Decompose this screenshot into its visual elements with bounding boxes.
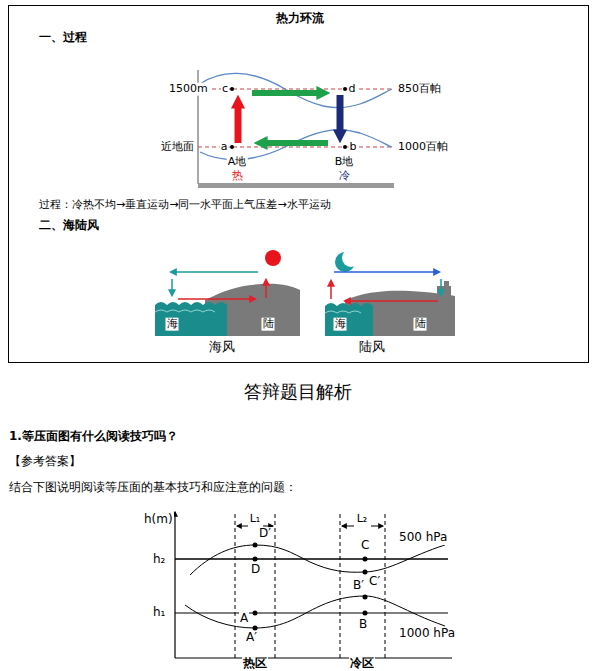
width-label: L₂ xyxy=(356,513,369,526)
place-label: A地 xyxy=(227,156,248,169)
process-text: 过程：冷热不均→垂直运动→同一水平面上气压差→水平运动 xyxy=(38,199,332,212)
surface-label: 陆 xyxy=(262,318,275,331)
point-label: b xyxy=(349,141,358,154)
point-label: C xyxy=(360,539,370,553)
land-breeze xyxy=(325,249,455,336)
point-label: C′ xyxy=(368,575,381,589)
answer-heading: 【参考答案】 xyxy=(8,455,82,469)
point-label: a xyxy=(220,141,229,154)
isobar-label: 500 hPa xyxy=(398,531,448,545)
pressure-label: 1000百帕 xyxy=(397,141,449,154)
width-label: L₁ xyxy=(249,513,262,526)
point-label: A xyxy=(239,612,249,626)
answer-text: 结合下图说明阅读等压面的基本技巧和应注意的问题： xyxy=(8,481,298,495)
point-label: B′ xyxy=(352,579,365,593)
section-heading: 一、过程 xyxy=(38,31,88,45)
sea-breeze xyxy=(155,250,300,336)
isobar-label: 1000 hPa xyxy=(398,627,456,641)
question: 1.等压面图有什么阅读技巧吗？ xyxy=(8,430,179,444)
surface-label: 陆 xyxy=(414,318,427,331)
point-label: D′ xyxy=(258,527,272,541)
height-label: 近地面 xyxy=(160,141,195,154)
height-label: h₂ xyxy=(152,553,166,567)
pressure-label: 850百帕 xyxy=(397,83,442,96)
point-label: d xyxy=(348,83,357,96)
point-label: c xyxy=(221,83,229,96)
diagram-caption: 海风 xyxy=(208,340,236,355)
surface-label: 海 xyxy=(166,318,179,331)
frame-title: 热力环流 xyxy=(274,10,326,27)
section-heading: 二、海陆风 xyxy=(38,219,100,233)
point-label: B xyxy=(358,618,368,632)
section-title: 答辩题目解析 xyxy=(243,382,353,403)
temperature-label: 热 xyxy=(231,170,244,183)
zone-label: 冷区 xyxy=(349,657,375,671)
temperature-label: 冷 xyxy=(338,170,351,183)
height-label: h₁ xyxy=(152,606,166,620)
axis-label: h(m) xyxy=(143,513,174,527)
zone-label: 热区 xyxy=(242,657,268,671)
point-label: D xyxy=(250,563,261,577)
place-label: B地 xyxy=(334,156,355,169)
point-label: A′ xyxy=(245,631,258,645)
surface-label: 海 xyxy=(334,318,347,331)
thermal-circulation xyxy=(198,70,394,188)
height-label: 1500m xyxy=(168,83,209,96)
diagram-caption: 陆风 xyxy=(358,340,386,355)
